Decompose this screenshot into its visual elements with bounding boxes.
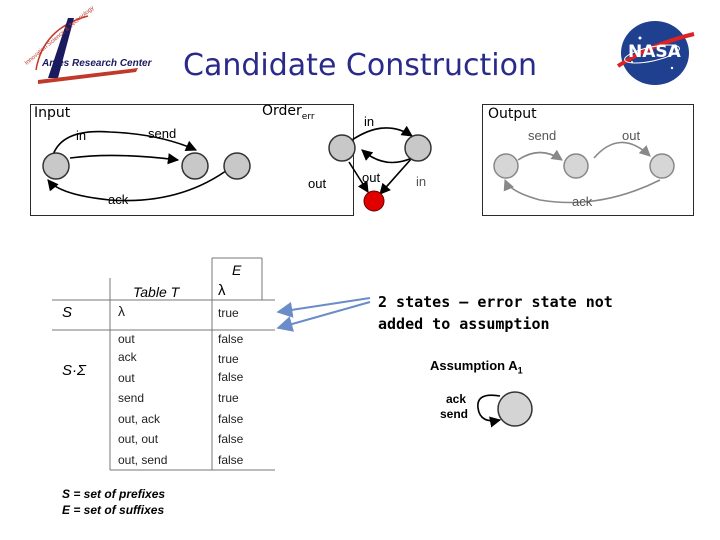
table-title: Table T: [133, 284, 180, 300]
table-row-prefix: out, ack: [118, 412, 161, 426]
table-e-lambda: λ: [218, 282, 226, 299]
order-lts: [328, 125, 432, 212]
assumption-label-send: send: [440, 407, 469, 421]
table-s-sigma-label: S·Σ: [62, 362, 86, 379]
order-error-state: [363, 190, 385, 212]
annotation-line-1: 2 states – error state not: [378, 293, 613, 311]
output-panel-title: Output: [488, 106, 537, 122]
table-row-prefix: out, out: [118, 432, 159, 446]
input-panel: [30, 104, 354, 216]
input-label-in: in: [76, 128, 87, 143]
order-label-out-left: out: [308, 176, 327, 191]
annotation-arrows: [276, 297, 371, 332]
table-row-value: false: [218, 412, 244, 426]
table-e-header: E: [232, 262, 242, 278]
table-row-value: true: [218, 391, 239, 405]
page-title: Candidate Construction: [183, 48, 537, 83]
output-state-0: [493, 153, 519, 179]
table-row-prefix: out: [118, 332, 135, 346]
nasa-logo: NASA: [612, 14, 698, 92]
output-state-1: [563, 153, 589, 179]
output-label-out: out: [622, 128, 641, 143]
output-panel: [482, 104, 694, 216]
table-row-value: false: [218, 370, 244, 384]
input-label-ack: ack: [108, 192, 129, 207]
order-state-1: [404, 134, 432, 162]
annotation-line-2: added to assumption: [378, 315, 550, 333]
order-label-out-right: out: [362, 170, 381, 185]
input-label-send: send: [148, 126, 177, 141]
order-state-0: [328, 134, 356, 162]
output-label-ack: ack: [572, 194, 593, 209]
output-label-in: in: [416, 174, 427, 189]
assumption-title-main: Assumption A: [430, 358, 518, 373]
assumption-label-ack: ack: [446, 392, 467, 406]
table-s-label: S: [62, 304, 73, 321]
table-s-row-value: true: [218, 306, 239, 320]
legend-prefixes: S = set of prefixes: [62, 487, 166, 501]
table-row-prefix: ack: [118, 350, 137, 364]
output-state-2: [649, 153, 675, 179]
input-panel-title: Input: [34, 105, 71, 121]
assumption-title-sub: 1: [517, 365, 523, 376]
table-row-prefix: send: [118, 391, 145, 405]
table-row-prefix: out, send: [118, 453, 168, 467]
input-state-0: [42, 152, 70, 180]
input-state-1: [181, 152, 209, 180]
input-lts: [42, 130, 251, 202]
order-panel-title: Ordererr: [262, 103, 315, 122]
table-s-row-prefix: λ: [118, 303, 125, 319]
ames-logo-text: Ames Research Center: [42, 58, 152, 69]
input-state-2: [223, 152, 251, 180]
ames-logo: Ames Research Center Innovation Science …: [18, 5, 158, 88]
table-row-prefix: out: [118, 371, 135, 385]
output-lts: [493, 141, 675, 204]
table-row-value: false: [218, 332, 244, 346]
order-label-in: in: [364, 114, 375, 129]
output-label-send: send: [528, 128, 557, 143]
table-row-value: false: [218, 432, 244, 446]
order-title-main: Order: [262, 103, 302, 119]
table-row-value: false: [218, 453, 244, 467]
legend-suffixes: E = set of suffixes: [62, 503, 165, 517]
table-grid: [52, 257, 275, 471]
assumption-title: Assumption A1: [430, 358, 523, 376]
nasa-logo-text: NASA: [628, 42, 681, 62]
order-title-sub: err: [301, 111, 315, 122]
table-row-value: true: [218, 352, 239, 366]
assumption-lts: [477, 391, 533, 428]
assumption-state: [497, 391, 533, 427]
